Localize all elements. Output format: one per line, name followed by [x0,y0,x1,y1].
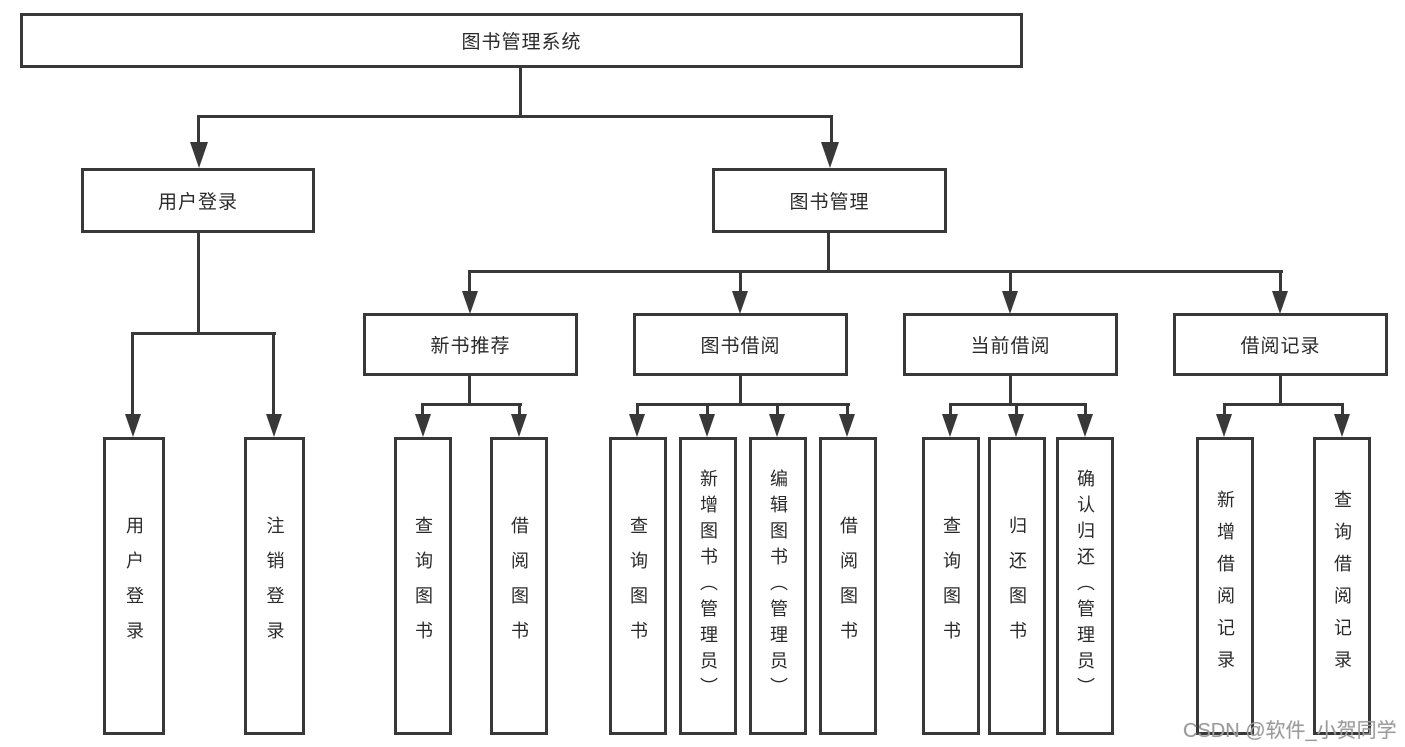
connector [1009,376,1012,406]
connector [197,115,833,118]
node-current-borrow: 当前借阅 [903,313,1118,376]
node-book-mgmt: 图书管理 [712,168,947,233]
connector [827,233,830,273]
arrow-down-icon [1334,414,1350,437]
arrow-down-icon [1216,414,1232,437]
leaf-bb-query-book: 查询图书 [609,437,667,735]
arrow-down-icon [769,414,785,437]
arrow-down-icon [629,414,645,437]
connector [739,273,742,293]
connector [776,406,779,416]
arrow-down-icon [839,414,855,437]
arrow-down-icon [190,142,208,168]
leaf-cb-query-book-label: 查询图书 [941,516,961,656]
connector [131,335,134,415]
node-root: 图书管理系统 [20,13,1023,68]
connector [636,406,639,416]
connector [131,332,276,335]
arrow-down-icon [1002,291,1018,314]
csdn-watermark: CSDN @软件_小贺同学 [1183,720,1397,742]
leaf-bb-add-book: 新增图书（管理员） [679,437,737,735]
leaf-bb-borrow-book: 借阅图书 [819,437,877,735]
connector [706,406,709,416]
connector [468,273,471,293]
node-book-borrow: 图书借阅 [633,313,848,376]
node-current-borrow-label: 当前借阅 [970,336,1051,357]
connector [1223,406,1226,416]
node-borrow-record-label: 借阅记录 [1240,336,1321,357]
leaf-rec-query-book: 查询图书 [394,437,452,735]
connector [1015,406,1018,416]
arrow-down-icon [462,291,478,314]
arrow-down-icon [821,142,839,168]
connector [1084,406,1087,416]
connector [421,403,522,406]
node-new-book-rec: 新书推荐 [363,313,578,376]
connector [421,406,424,416]
connector [197,233,200,335]
node-book-mgmt-label: 图书管理 [789,192,870,213]
connector [518,406,521,416]
leaf-bb-edit-book: 编辑图书（管理员） [749,437,807,735]
leaf-bb-borrow-book-label: 借阅图书 [838,516,858,656]
leaf-logout: 注销登录 [244,437,305,735]
connector [272,335,275,415]
connector [949,403,1087,406]
node-new-book-rec-label: 新书推荐 [430,336,511,357]
connector [636,403,850,406]
arrow-down-icon [415,414,431,437]
connector [1223,403,1344,406]
node-root-label: 图书管理系统 [461,32,582,53]
leaf-user-login-label: 用户登录 [124,516,144,656]
node-book-borrow-label: 图书借阅 [700,336,781,357]
connector [197,118,200,144]
arrow-down-icon [732,291,748,314]
connector [1279,273,1282,293]
leaf-bb-query-book-label: 查询图书 [628,516,648,656]
leaf-cb-query-book: 查询图书 [922,437,980,735]
leaf-cb-confirm-return: 确认归还（管理员） [1056,437,1114,735]
leaf-br-query-record: 查询借阅记录 [1313,437,1371,735]
leaf-br-query-record-label: 查询借阅记录 [1332,490,1352,682]
connector [1279,376,1282,406]
node-user-login: 用户登录 [81,168,315,233]
connector [949,406,952,416]
leaf-cb-return-book-label: 归还图书 [1007,516,1027,656]
arrow-down-icon [511,414,527,437]
leaf-cb-return-book: 归还图书 [988,437,1046,735]
connector [739,376,742,406]
leaf-br-add-record: 新增借阅记录 [1196,437,1254,735]
connector [1341,406,1344,416]
arrow-down-icon [125,414,141,437]
leaf-rec-borrow-book-label: 借阅图书 [509,516,529,656]
arrow-down-icon [942,414,958,437]
arrow-down-icon [1077,414,1093,437]
leaf-user-login: 用户登录 [103,437,165,735]
connector [468,270,1283,273]
leaf-rec-query-book-label: 查询图书 [413,516,433,656]
arrow-down-icon [266,414,282,437]
node-borrow-record: 借阅记录 [1173,313,1388,376]
connector [1009,273,1012,293]
leaf-rec-borrow-book: 借阅图书 [490,437,548,735]
leaf-br-add-record-label: 新增借阅记录 [1215,490,1235,682]
leaf-bb-add-book-label: 新增图书（管理员） [698,469,718,703]
connector [468,376,471,406]
leaf-cb-confirm-return-label: 确认归还（管理员） [1075,469,1095,703]
connector [846,406,849,416]
arrow-down-icon [699,414,715,437]
leaf-logout-label: 注销登录 [264,516,285,656]
connector [830,118,833,144]
arrow-down-icon [1272,291,1288,314]
node-user-login-label: 用户登录 [157,192,238,213]
leaf-bb-edit-book-label: 编辑图书（管理员） [768,469,788,703]
connector [519,68,522,118]
arrow-down-icon [1008,414,1024,437]
